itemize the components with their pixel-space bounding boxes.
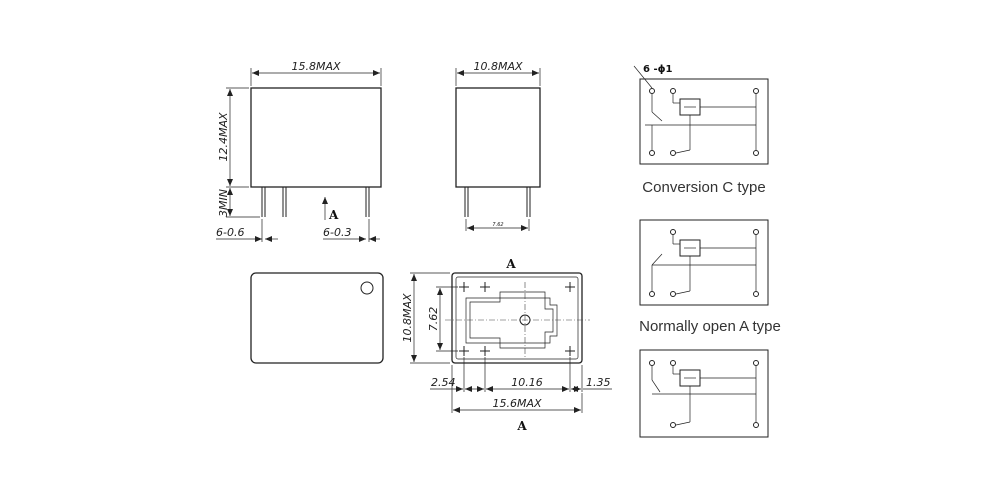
terminal — [670, 88, 676, 94]
schematic-hole-label: 6 -ϕ1 — [643, 64, 673, 75]
terminal — [753, 88, 759, 94]
relay-body-side — [455, 87, 541, 188]
bottom-body-inner — [455, 276, 579, 360]
schematic-frame — [639, 219, 769, 306]
dim-pin-spacing-right: 6-0.3 — [323, 226, 351, 239]
relay-body-top — [250, 272, 384, 364]
schematic-frame — [639, 78, 769, 165]
dim-bottom-width: 15.6MAX — [492, 397, 542, 410]
switch-contact — [651, 111, 663, 122]
dim-top-width: 15.8MAX — [291, 60, 341, 73]
terminal — [670, 360, 676, 366]
bottom-view: A 10.8MAX 7.62 2.54 10.16 1.35 15.6MAX A — [401, 257, 612, 433]
wire — [675, 149, 691, 154]
dim-bottom-inner: 7.62 — [427, 307, 440, 332]
dim-bottom-a: 2.54 — [431, 376, 456, 389]
dim-bottom-b: 10.16 — [511, 376, 543, 389]
schematic-frame — [639, 349, 769, 438]
dim-side-width: 10.8MAX — [473, 60, 523, 73]
terminal — [649, 150, 655, 156]
wire — [675, 290, 691, 295]
caption-conversion-c: Conversion C type — [642, 179, 765, 196]
view-arrow-label: A — [328, 208, 339, 222]
bottom-body-outer — [451, 272, 583, 364]
pin-cross — [480, 346, 490, 356]
switch-contact — [651, 253, 663, 266]
dim-side-pin-gap: 7.62 — [492, 222, 503, 228]
dim-bottom-c: 1.35 — [586, 376, 611, 389]
pin-cross — [480, 282, 490, 292]
dim-pin-length: 3MIN — [217, 189, 230, 217]
dim-bottom-height: 10.8MAX — [401, 293, 414, 343]
schematic-conversion-c: 6 -ϕ1 Conversion C type — [633, 64, 769, 196]
terminal — [649, 88, 655, 94]
front-view: 15.8MAX 12.4MAX 3MIN 6-0.6 6-0.3 A — [216, 60, 382, 242]
terminal — [753, 229, 759, 235]
terminal — [649, 360, 655, 366]
top-view — [250, 272, 384, 364]
terminal — [670, 229, 676, 235]
pin-cross — [459, 282, 469, 292]
bottom-view-marker-top: A — [505, 257, 516, 271]
terminal — [753, 150, 759, 156]
bottom-view-marker-bottom: A — [516, 419, 527, 433]
terminal — [649, 291, 655, 297]
terminal — [670, 150, 676, 156]
bottom-coil-outline — [469, 291, 554, 349]
bottom-terminal-outline — [465, 297, 558, 344]
schematic-leader — [633, 65, 653, 89]
dim-height: 12.4MAX — [217, 112, 230, 162]
relay-body-front — [250, 87, 382, 188]
wire — [675, 421, 691, 426]
terminal — [753, 422, 759, 428]
terminal — [753, 291, 759, 297]
pin-cross — [565, 282, 575, 292]
caption-normally-open-a: Normally open A type — [639, 318, 781, 335]
side-view: 10.8MAX 7.62 — [455, 60, 541, 231]
pin-cross — [459, 346, 469, 356]
terminal — [753, 360, 759, 366]
terminal — [670, 291, 676, 297]
pin-crosses — [459, 282, 575, 356]
dim-pin-spacing-left: 6-0.6 — [216, 226, 244, 239]
terminal — [670, 422, 676, 428]
schematic-third — [639, 349, 769, 438]
pin1-marker-circle — [360, 281, 374, 295]
pin-cross — [565, 346, 575, 356]
switch-contact — [651, 379, 661, 393]
schematic-normally-open-a: Normally open A type — [639, 219, 781, 335]
